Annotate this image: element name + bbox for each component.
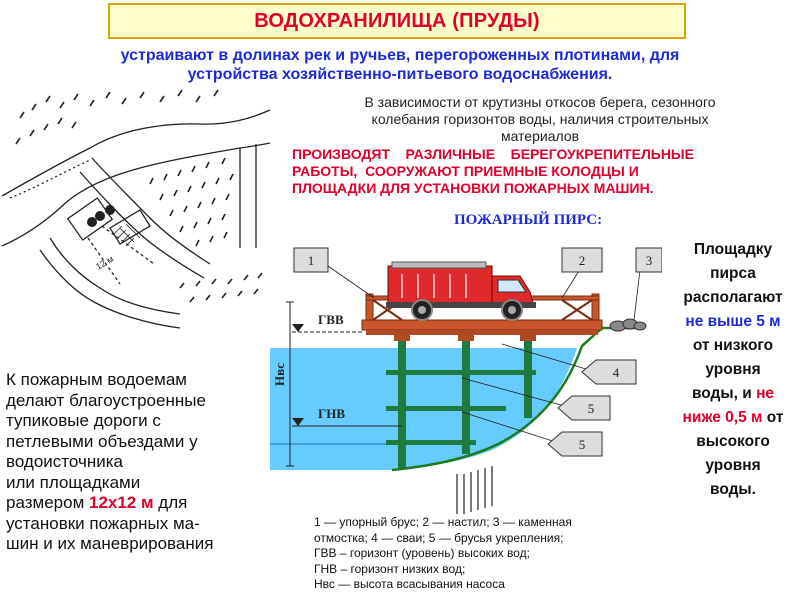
subtitle-line-1: устраивают в долинах рек и ручьев, перег… — [120, 47, 680, 64]
note-line: установки пожарных ма- — [6, 513, 200, 533]
label-hvs: Нвс — [272, 363, 287, 386]
subtitle: устраивают в долинах рек и ручьев, перег… — [40, 46, 760, 84]
note-line: К пожарным водоемам — [6, 370, 187, 389]
rule-text-red: не — [756, 385, 775, 402]
red-line-2: РАБОТЫ, СООРУЖАЮТ ПРИЕМНЫЕ КОЛОДЦЫ И — [292, 163, 639, 179]
pier-deck — [361, 319, 603, 331]
access-road-note: К пожарным водоемам делают благоустроенн… — [6, 370, 266, 555]
pier-title: ПОЖАРНЫЙ ПИРС: — [454, 212, 603, 228]
note-line: шин и их маневрирования — [6, 534, 214, 553]
rule-text: от — [762, 409, 784, 426]
title-box: ВОДОХРАНИЛИЩА (ПРУДЫ) — [108, 3, 686, 39]
callout-2: 2 — [579, 253, 586, 268]
diagram-legend: 1 — упорный брус; 2 — настил; 3 — каменн… — [314, 515, 674, 593]
note-line: петлевыми объездами у — [6, 431, 198, 451]
rule-line-limit-low: ниже 0,5 м — [682, 409, 763, 426]
rule-line: располагают — [683, 289, 783, 306]
rule-line: воды. — [710, 481, 756, 498]
bank-slope — [391, 326, 642, 472]
callout-3: 3 — [646, 253, 653, 268]
legend-line: ГНВ – горизонт низких вод; — [314, 561, 466, 576]
rule-line: ниже 0,5 м от — [666, 406, 800, 430]
legend-line: Нвс — высота всасывания насоса — [314, 577, 505, 591]
callout-4: 4 — [613, 365, 620, 380]
rule-line: уровня — [705, 457, 761, 474]
pad-size-highlight: 12х12 м — [88, 493, 154, 512]
legend-line: 1 — упорный брус; 2 — настил; 3 — каменн… — [314, 515, 572, 529]
note-text: для — [153, 493, 188, 512]
legend-line: отмостка; 4 — сваи; 5 — брусья укреплени… — [314, 530, 564, 545]
page-title: ВОДОХРАНИЛИЩА (ПРУДЫ) — [254, 9, 540, 32]
label-gnv: ГНВ — [318, 406, 345, 421]
callout-5b: 5 — [579, 437, 586, 452]
description: В зависимости от крутизны откосов берега… — [300, 94, 780, 145]
rule-line: высокого — [696, 433, 770, 450]
rule-line: от низкого — [692, 337, 774, 354]
rule-line: пирса — [710, 265, 756, 282]
note-line: водоисточника — [6, 452, 123, 471]
pond-sketch-map: 12 м — [1, 89, 271, 329]
rule-text: воды, и — [691, 385, 757, 402]
fire-truck-illustration — [386, 261, 536, 321]
pier-placement-rule: Площадку пирса располагают не выше 5 м о… — [666, 238, 800, 502]
red-line-1: ПРОИЗВОДЯТ РАЗЛИЧНЫЕ БЕРЕГОУКРЕПИТЕЛЬНЫЕ — [292, 146, 694, 162]
label-gvv: ГВВ — [318, 312, 344, 327]
description-line-2: колебания горизонтов воды, наличия строи… — [371, 111, 709, 127]
map-dim-label: 12 м — [94, 254, 115, 272]
legend-line: ГВВ – горизонт (уровень) высоких вод; — [314, 546, 530, 560]
rule-line: Площадку — [693, 241, 773, 258]
subtitle-line-2: устройства хозяйственно-питьевого водосн… — [187, 66, 613, 83]
rule-line: уровня — [705, 361, 761, 378]
red-emphasis-block: ПРОИЗВОДЯТ РАЗЛИЧНЫЕ БЕРЕГОУКРЕПИТЕЛЬНЫЕ… — [292, 146, 757, 197]
note-text: размером — [6, 493, 89, 512]
callout-1: 1 — [308, 253, 315, 268]
note-line: или площадками — [6, 472, 141, 492]
description-line-1: В зависимости от крутизны откосов берега… — [364, 94, 716, 110]
description-line-3: материалов — [500, 128, 580, 144]
fire-pier-diagram: ГВВ ГНВ Нвс 1 2 3 4 5 5 — [270, 247, 662, 514]
note-line: делают благоустроенные — [6, 390, 206, 410]
rule-line-limit-high: не выше 5 м — [685, 313, 781, 330]
rule-line: воды, и не — [666, 382, 800, 406]
callout-5a: 5 — [588, 401, 595, 416]
red-line-3: ПЛОЩАДКИ ДЛЯ УСТАНОВКИ ПОЖАРНЫХ МАШИН. — [292, 180, 654, 196]
note-line: размером 12х12 м для — [6, 493, 266, 514]
note-line: тупиковые дороги с — [6, 411, 161, 430]
